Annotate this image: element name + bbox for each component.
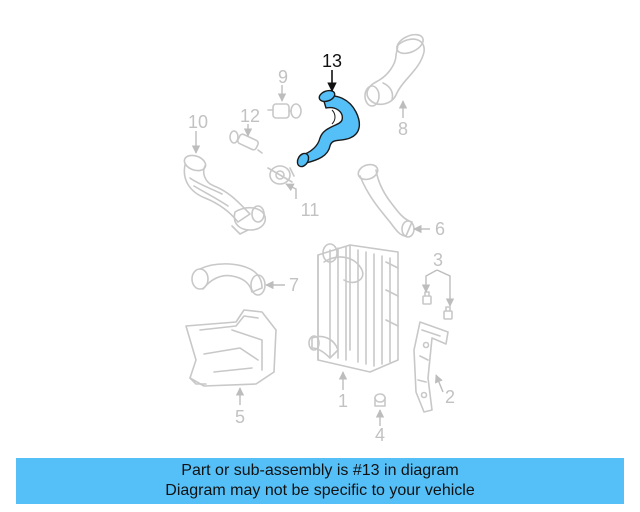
part-5-shroud[interactable] (185, 309, 277, 387)
banner-line-disclaimer: Diagram may not be specific to your vehi… (165, 482, 475, 499)
callout-4[interactable]: 4 (375, 425, 385, 445)
part-13-hose[interactable] (295, 89, 361, 169)
callout-6[interactable]: 6 (435, 219, 445, 239)
callout-labels: 13 9 12 10 11 8 6 7 3 2 1 4 5 (188, 51, 455, 445)
leader-lines (191, 70, 455, 426)
part-1-intercooler[interactable] (308, 243, 399, 373)
callout-2[interactable]: 2 (445, 387, 455, 407)
part-10-intake-pipe[interactable] (182, 153, 266, 235)
callout-10[interactable]: 10 (188, 112, 208, 132)
callout-12[interactable]: 12 (240, 106, 260, 126)
callout-7[interactable]: 7 (289, 275, 299, 295)
part-3-bolts[interactable] (422, 291, 453, 320)
part-12-sensor[interactable] (229, 130, 263, 154)
banner-line-part-number: Part or sub-assembly is #13 in diagram (181, 462, 459, 479)
callout-11[interactable]: 11 (301, 200, 320, 220)
part-2-bracket[interactable] (413, 321, 449, 413)
part-7-hose[interactable] (191, 263, 266, 296)
callout-1[interactable]: 1 (338, 391, 348, 411)
callout-9[interactable]: 9 (278, 67, 288, 87)
part-4-bolt[interactable] (374, 393, 386, 407)
part-11-valve[interactable] (267, 165, 295, 185)
callout-3[interactable]: 3 (433, 250, 443, 270)
part-6-hose[interactable] (356, 162, 415, 238)
callout-13[interactable]: 13 (322, 51, 342, 71)
part-9-valve[interactable] (267, 103, 302, 119)
parts-diagram: 13 9 12 10 11 8 6 7 3 2 1 4 5 (182, 31, 455, 445)
info-banner: Part or sub-assembly is #13 in diagram D… (16, 458, 624, 504)
part-8-hose[interactable] (364, 31, 426, 107)
callout-5[interactable]: 5 (235, 407, 245, 427)
callout-8[interactable]: 8 (398, 119, 408, 139)
